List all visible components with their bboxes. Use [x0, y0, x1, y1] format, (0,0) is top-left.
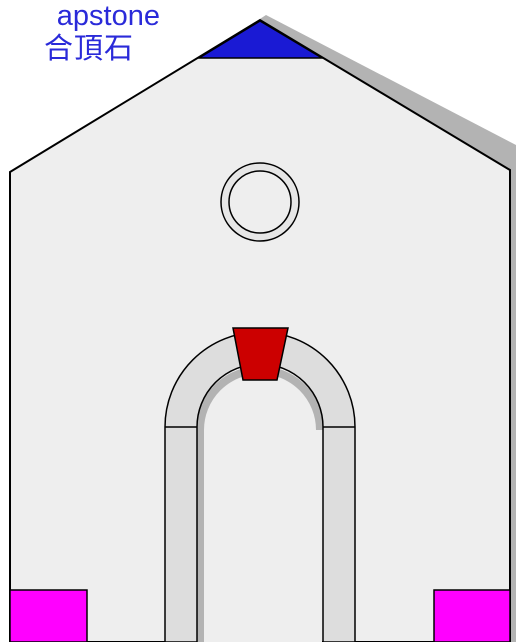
rose-window-inner — [228, 170, 292, 234]
cornerstone-right — [433, 589, 511, 642]
doorway-opening — [198, 365, 322, 642]
cornerstone-left — [9, 589, 88, 642]
keystone-block — [232, 327, 289, 381]
capstone-block — [196, 20, 325, 59]
capstone-label-english: apstone — [56, 0, 160, 32]
arch-band — [164, 331, 356, 642]
capstone-label-chinese: 合頂石 — [43, 33, 134, 65]
